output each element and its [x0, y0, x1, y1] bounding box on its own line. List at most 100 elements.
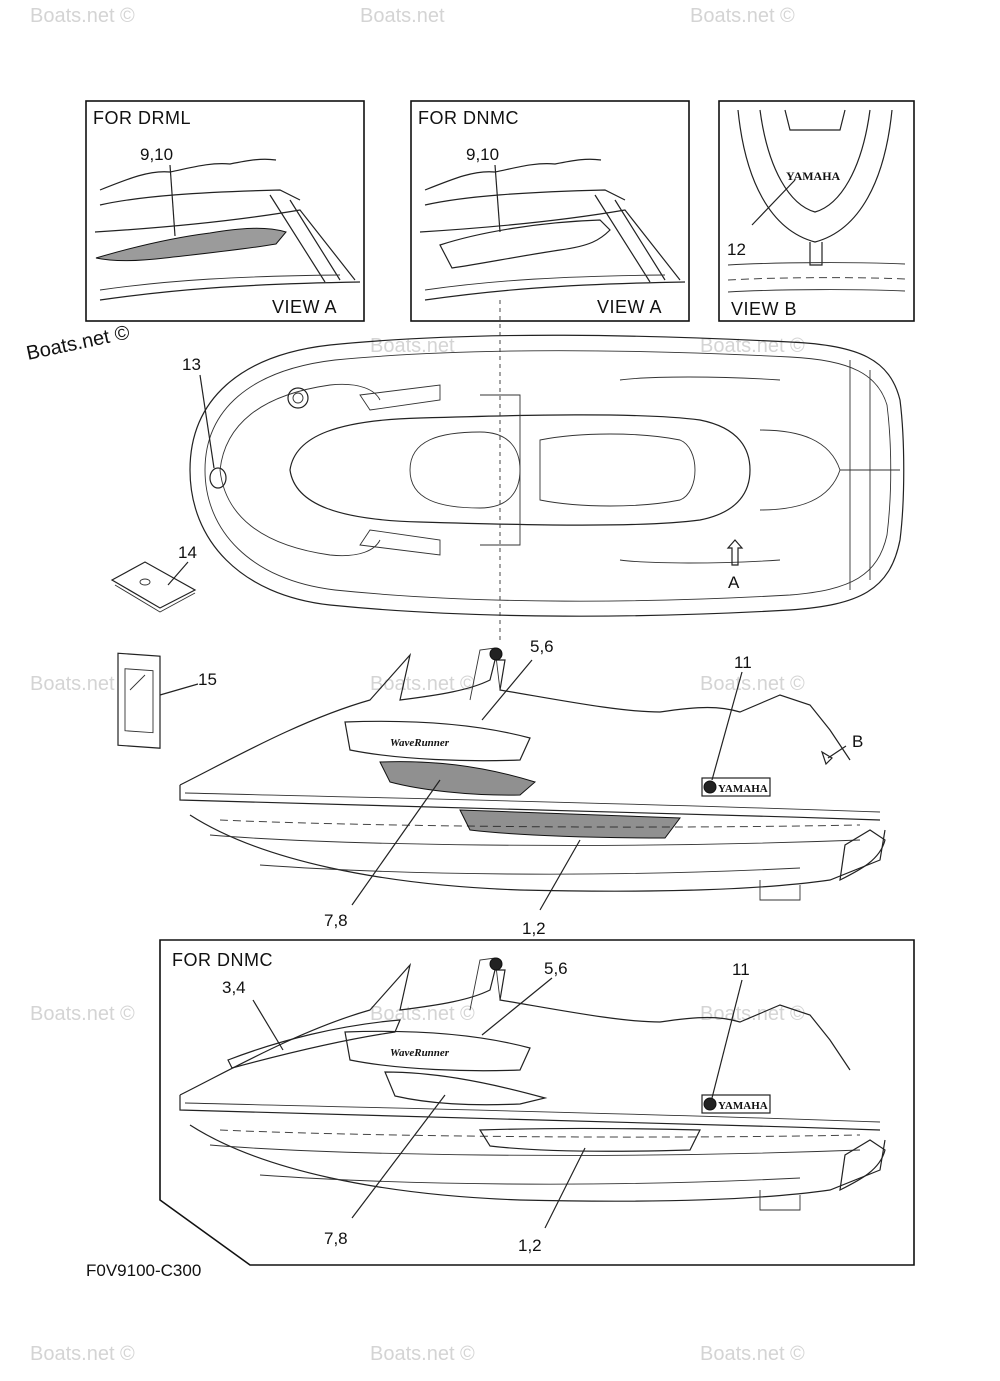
- watermark-main: Boats.net ©: [24, 322, 131, 365]
- hull-bottom: [189, 814, 886, 892]
- callout-label: 1,2: [522, 919, 546, 938]
- view-arrow-label: A: [728, 573, 740, 592]
- watermark: Boats.net ©: [370, 1003, 475, 1025]
- deck-line: [619, 376, 781, 564]
- watermark: Boats.net ©: [700, 335, 805, 357]
- decal-1-2: [478, 1127, 701, 1152]
- hull-line: [727, 289, 906, 293]
- leader-line: [169, 164, 176, 237]
- hull-line: [269, 194, 341, 283]
- view-arrow-icon: [726, 539, 744, 566]
- mirror: [359, 529, 441, 556]
- gunwale-line: [179, 785, 881, 821]
- side-view-dnmc: FOR DNMC WaveRunner YAMAHA 3,4 5,6 11 7,…: [159, 939, 915, 1266]
- leader-line: [494, 164, 501, 233]
- leader-line: [252, 999, 284, 1051]
- leader-line: [711, 671, 743, 781]
- steering-column: [480, 394, 521, 546]
- view-arrow-label: B: [852, 732, 863, 751]
- yamaha-logo-icon: [703, 780, 717, 794]
- inset-frame: [718, 100, 915, 322]
- callout-label: 1,2: [518, 1236, 542, 1255]
- decal-11: [701, 1094, 771, 1114]
- gunwale-line: [184, 792, 881, 813]
- inset-frame: [85, 100, 365, 322]
- leader-line: [544, 1147, 586, 1229]
- leader-line: [481, 977, 553, 1036]
- mirror-post: [469, 957, 501, 1011]
- hull-line: [219, 1129, 861, 1138]
- sticker-shape: [114, 584, 196, 613]
- sticker-shape: [124, 668, 154, 734]
- sticker-shape: [117, 652, 161, 749]
- fuel-cap: [287, 387, 309, 409]
- view-label: VIEW A: [597, 297, 662, 317]
- callout-label: 5,6: [544, 959, 568, 978]
- hull-line: [419, 209, 681, 281]
- sticker-shape: [139, 578, 151, 586]
- gunwale-line: [179, 1095, 881, 1131]
- watermark: Boats.net ©: [30, 1343, 135, 1365]
- decal-shape: [95, 227, 287, 262]
- inset-drml: FOR DRML 9,10 VIEW A: [85, 100, 365, 322]
- hull-line: [99, 189, 301, 206]
- mirror: [359, 384, 441, 411]
- bow-outline: [784, 109, 846, 131]
- bow-outline: [737, 109, 893, 243]
- view-arrow-icon: [820, 745, 847, 766]
- watermark: Boats.net ©: [700, 673, 805, 695]
- callout-label: 9,10: [466, 145, 499, 164]
- mirror-knob: [489, 647, 503, 661]
- yamaha-logo-icon: [703, 1097, 717, 1111]
- nozzle: [839, 829, 886, 882]
- part-14-sticker: 14: [110, 543, 197, 613]
- decal-7-8: [384, 1071, 548, 1106]
- mirror-knob: [489, 957, 503, 971]
- deck-line: [219, 383, 381, 471]
- intake-grate: [759, 1190, 801, 1211]
- callout-label: 14: [178, 543, 197, 562]
- hull-line: [94, 209, 356, 281]
- inset-title: FOR DNMC: [172, 950, 273, 970]
- callout-label: 12: [727, 240, 746, 259]
- deck-line: [219, 469, 381, 557]
- decal-5-6: [344, 1030, 531, 1072]
- callout-label: 13: [182, 355, 201, 374]
- leader-line: [539, 839, 581, 911]
- hull-outline: [189, 334, 905, 617]
- deck-outline: [179, 962, 851, 1096]
- stern-deck: [759, 429, 841, 511]
- callout-label: 9,10: [140, 145, 173, 164]
- decal-3-4: [227, 1019, 401, 1069]
- view-label: VIEW A: [272, 297, 337, 317]
- watermark: Boats.net ©: [370, 1343, 475, 1365]
- watermark: Boats.net ©: [700, 1343, 805, 1365]
- brand-text: YAMAHA: [786, 169, 841, 183]
- nozzle: [839, 1139, 886, 1192]
- watermark: Boats.net: [30, 673, 115, 695]
- inset-frame: [410, 100, 690, 322]
- hull-line: [727, 277, 906, 281]
- callout-label: 15: [198, 670, 217, 689]
- hull-line: [99, 281, 361, 301]
- hull-line: [99, 274, 341, 291]
- seat-outline: [289, 414, 751, 526]
- handlebar-area: [409, 431, 521, 509]
- callout-label: 5,6: [530, 637, 554, 656]
- mirror-post: [469, 647, 501, 701]
- decal-7-8: [379, 761, 537, 796]
- inset-view-b: YAMAHA 12 VIEW B: [718, 100, 915, 322]
- decal-shape: [439, 219, 611, 269]
- leader-line: [159, 683, 199, 696]
- seat-outline: [99, 158, 277, 191]
- hull-line: [424, 281, 686, 301]
- deck-outline: [179, 652, 851, 786]
- sticker-shape: [129, 674, 146, 691]
- callout-label: 11: [732, 960, 750, 979]
- leader-line: [751, 179, 796, 226]
- inset-title: FOR DRML: [93, 108, 191, 128]
- callout-label: 11: [734, 653, 752, 672]
- callout-label: 3,4: [222, 978, 246, 997]
